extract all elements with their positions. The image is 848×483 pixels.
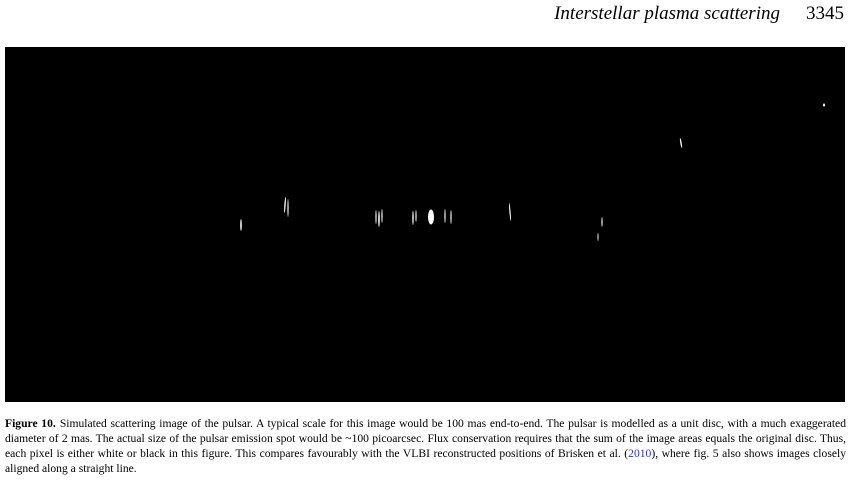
image-speck <box>679 138 683 148</box>
figure-background <box>5 47 845 402</box>
caption-text: Simulated scattering image of the pulsar… <box>5 417 847 460</box>
image-speck <box>284 197 286 213</box>
caption-label: Figure 10. <box>5 417 56 430</box>
caption-text-end: ), where fig. 5 also shows images closel… <box>5 447 846 475</box>
image-speck <box>509 203 511 221</box>
image-speck <box>375 210 377 224</box>
page-number: 3345 <box>806 3 844 24</box>
image-speck <box>601 217 603 227</box>
image-speck <box>378 211 380 227</box>
image-speck <box>450 210 452 224</box>
image-speck <box>823 103 825 107</box>
page-header: Interstellar plasma scattering 3345 <box>554 2 844 26</box>
image-speck <box>381 209 383 223</box>
image-speck <box>444 209 446 223</box>
citation-link[interactable]: 2010 <box>628 447 652 460</box>
scattering-image-canvas <box>5 47 845 402</box>
pulsar-central-image <box>428 209 434 225</box>
figure-caption: Figure 10.Simulated scattering image of … <box>5 416 846 476</box>
image-speck <box>597 233 599 241</box>
scattering-image-figure <box>5 47 845 402</box>
image-speck <box>412 211 414 225</box>
image-speck <box>287 199 289 217</box>
image-speck <box>240 219 242 231</box>
image-speck <box>415 210 417 222</box>
running-title: Interstellar plasma scattering <box>554 3 780 24</box>
